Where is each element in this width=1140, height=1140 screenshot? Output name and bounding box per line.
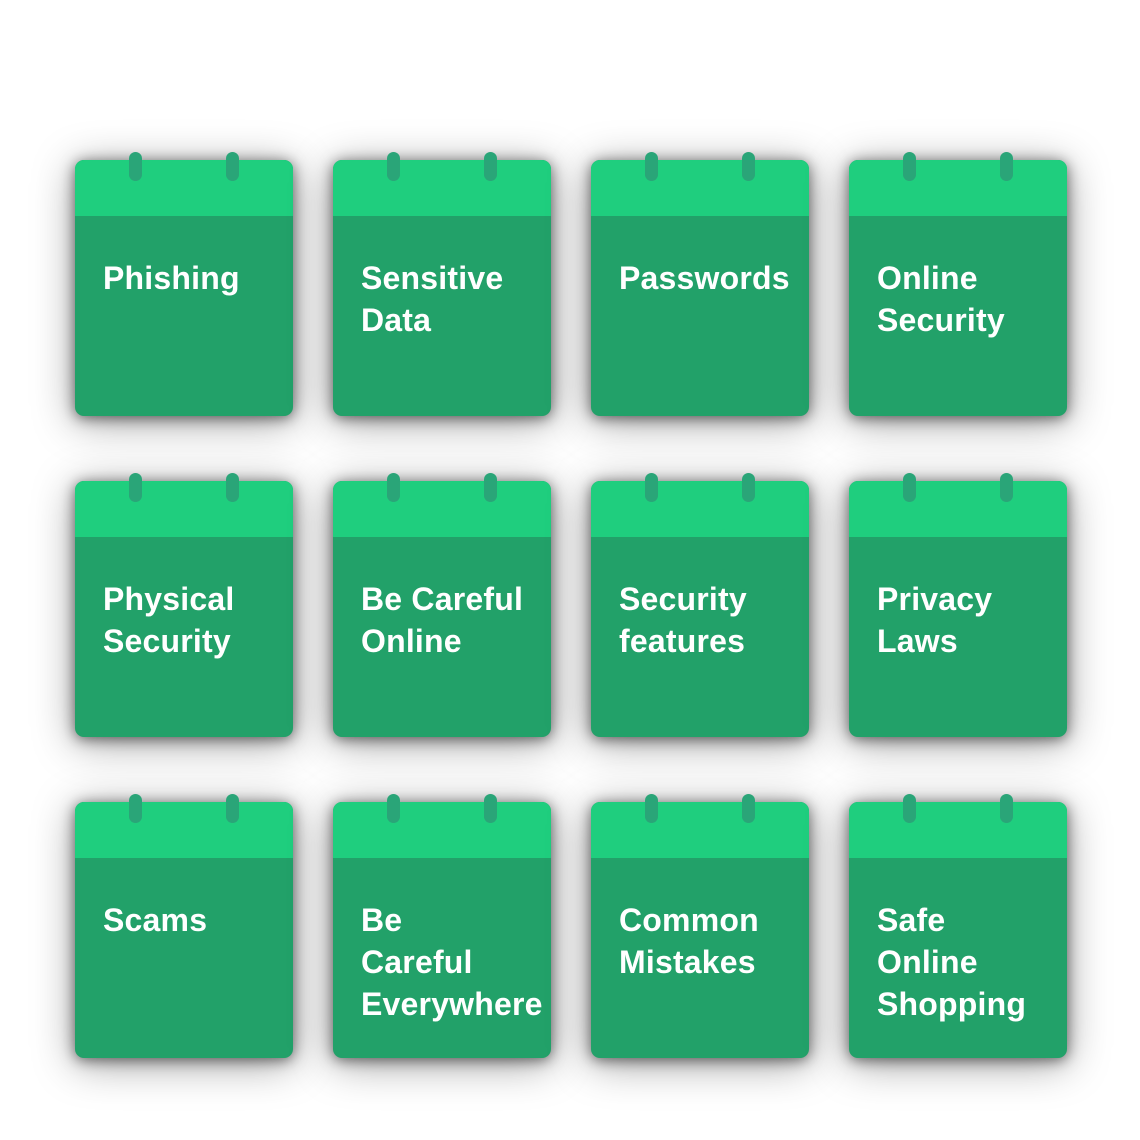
topic-card-label: Online Security (877, 260, 1005, 338)
calendar-ring-right-icon (484, 473, 497, 502)
calendar-header (333, 802, 551, 858)
calendar-ring-left-icon (129, 152, 142, 181)
topic-card-label: Security features (619, 581, 747, 659)
topic-card-be-careful-everywhere[interactable]: Be Careful Everywhere (333, 794, 551, 1058)
topic-card-common-mistakes[interactable]: Common Mistakes (591, 794, 809, 1058)
calendar-header (849, 160, 1067, 216)
topic-card-phishing[interactable]: Phishing (75, 152, 293, 416)
calendar-ring-left-icon (129, 473, 142, 502)
calendar-ring-right-icon (226, 473, 239, 502)
topic-card-security-features[interactable]: Security features (591, 473, 809, 737)
calendar-header (75, 802, 293, 858)
calendar-header (591, 481, 809, 537)
topic-card-be-careful-online[interactable]: Be Careful Online (333, 473, 551, 737)
topic-card-label: Common Mistakes (619, 902, 759, 980)
topic-card-label: Physical Security (103, 581, 235, 659)
calendar-ring-left-icon (903, 473, 916, 502)
calendar-ring-right-icon (484, 152, 497, 181)
topic-card-passwords[interactable]: Passwords (591, 152, 809, 416)
calendar-ring-left-icon (387, 794, 400, 823)
calendar-ring-right-icon (742, 152, 755, 181)
topic-card-label: Scams (103, 902, 208, 938)
calendar-ring-left-icon (387, 152, 400, 181)
topic-card-label: Safe Online Shopping (877, 902, 1027, 1022)
calendar-ring-left-icon (645, 473, 658, 502)
topic-card-scams[interactable]: Scams (75, 794, 293, 1058)
calendar-header (75, 160, 293, 216)
calendar-ring-left-icon (129, 794, 142, 823)
topic-card-label: Be Careful Online (361, 581, 524, 659)
calendar-header (591, 160, 809, 216)
topic-card-label: Privacy Laws (877, 581, 993, 659)
topic-card-physical-security[interactable]: Physical Security (75, 473, 293, 737)
topic-card-label: Phishing (103, 260, 240, 296)
calendar-header (591, 802, 809, 858)
calendar-ring-left-icon (645, 152, 658, 181)
topic-card-privacy-laws[interactable]: Privacy Laws (849, 473, 1067, 737)
calendar-header (333, 481, 551, 537)
calendar-header (849, 802, 1067, 858)
calendar-ring-left-icon (903, 794, 916, 823)
calendar-ring-right-icon (226, 794, 239, 823)
calendar-ring-right-icon (1000, 152, 1013, 181)
calendar-ring-right-icon (484, 794, 497, 823)
topic-card-label: Sensitive Data (361, 260, 504, 338)
calendar-header (849, 481, 1067, 537)
topics-grid: Phishing Sensitive Data Passwords Online… (75, 152, 1067, 1058)
topic-card-label: Passwords (619, 260, 790, 296)
calendar-ring-right-icon (742, 794, 755, 823)
calendar-ring-right-icon (1000, 473, 1013, 502)
topic-card-safe-online-shopping[interactable]: Safe Online Shopping (849, 794, 1067, 1058)
calendar-ring-right-icon (226, 152, 239, 181)
calendar-ring-left-icon (645, 794, 658, 823)
calendar-ring-right-icon (1000, 794, 1013, 823)
topic-card-online-security[interactable]: Online Security (849, 152, 1067, 416)
topic-card-sensitive-data[interactable]: Sensitive Data (333, 152, 551, 416)
calendar-ring-left-icon (903, 152, 916, 181)
topic-card-label: Be Careful Everywhere (361, 902, 543, 1022)
calendar-ring-left-icon (387, 473, 400, 502)
calendar-header (333, 160, 551, 216)
calendar-ring-right-icon (742, 473, 755, 502)
calendar-header (75, 481, 293, 537)
